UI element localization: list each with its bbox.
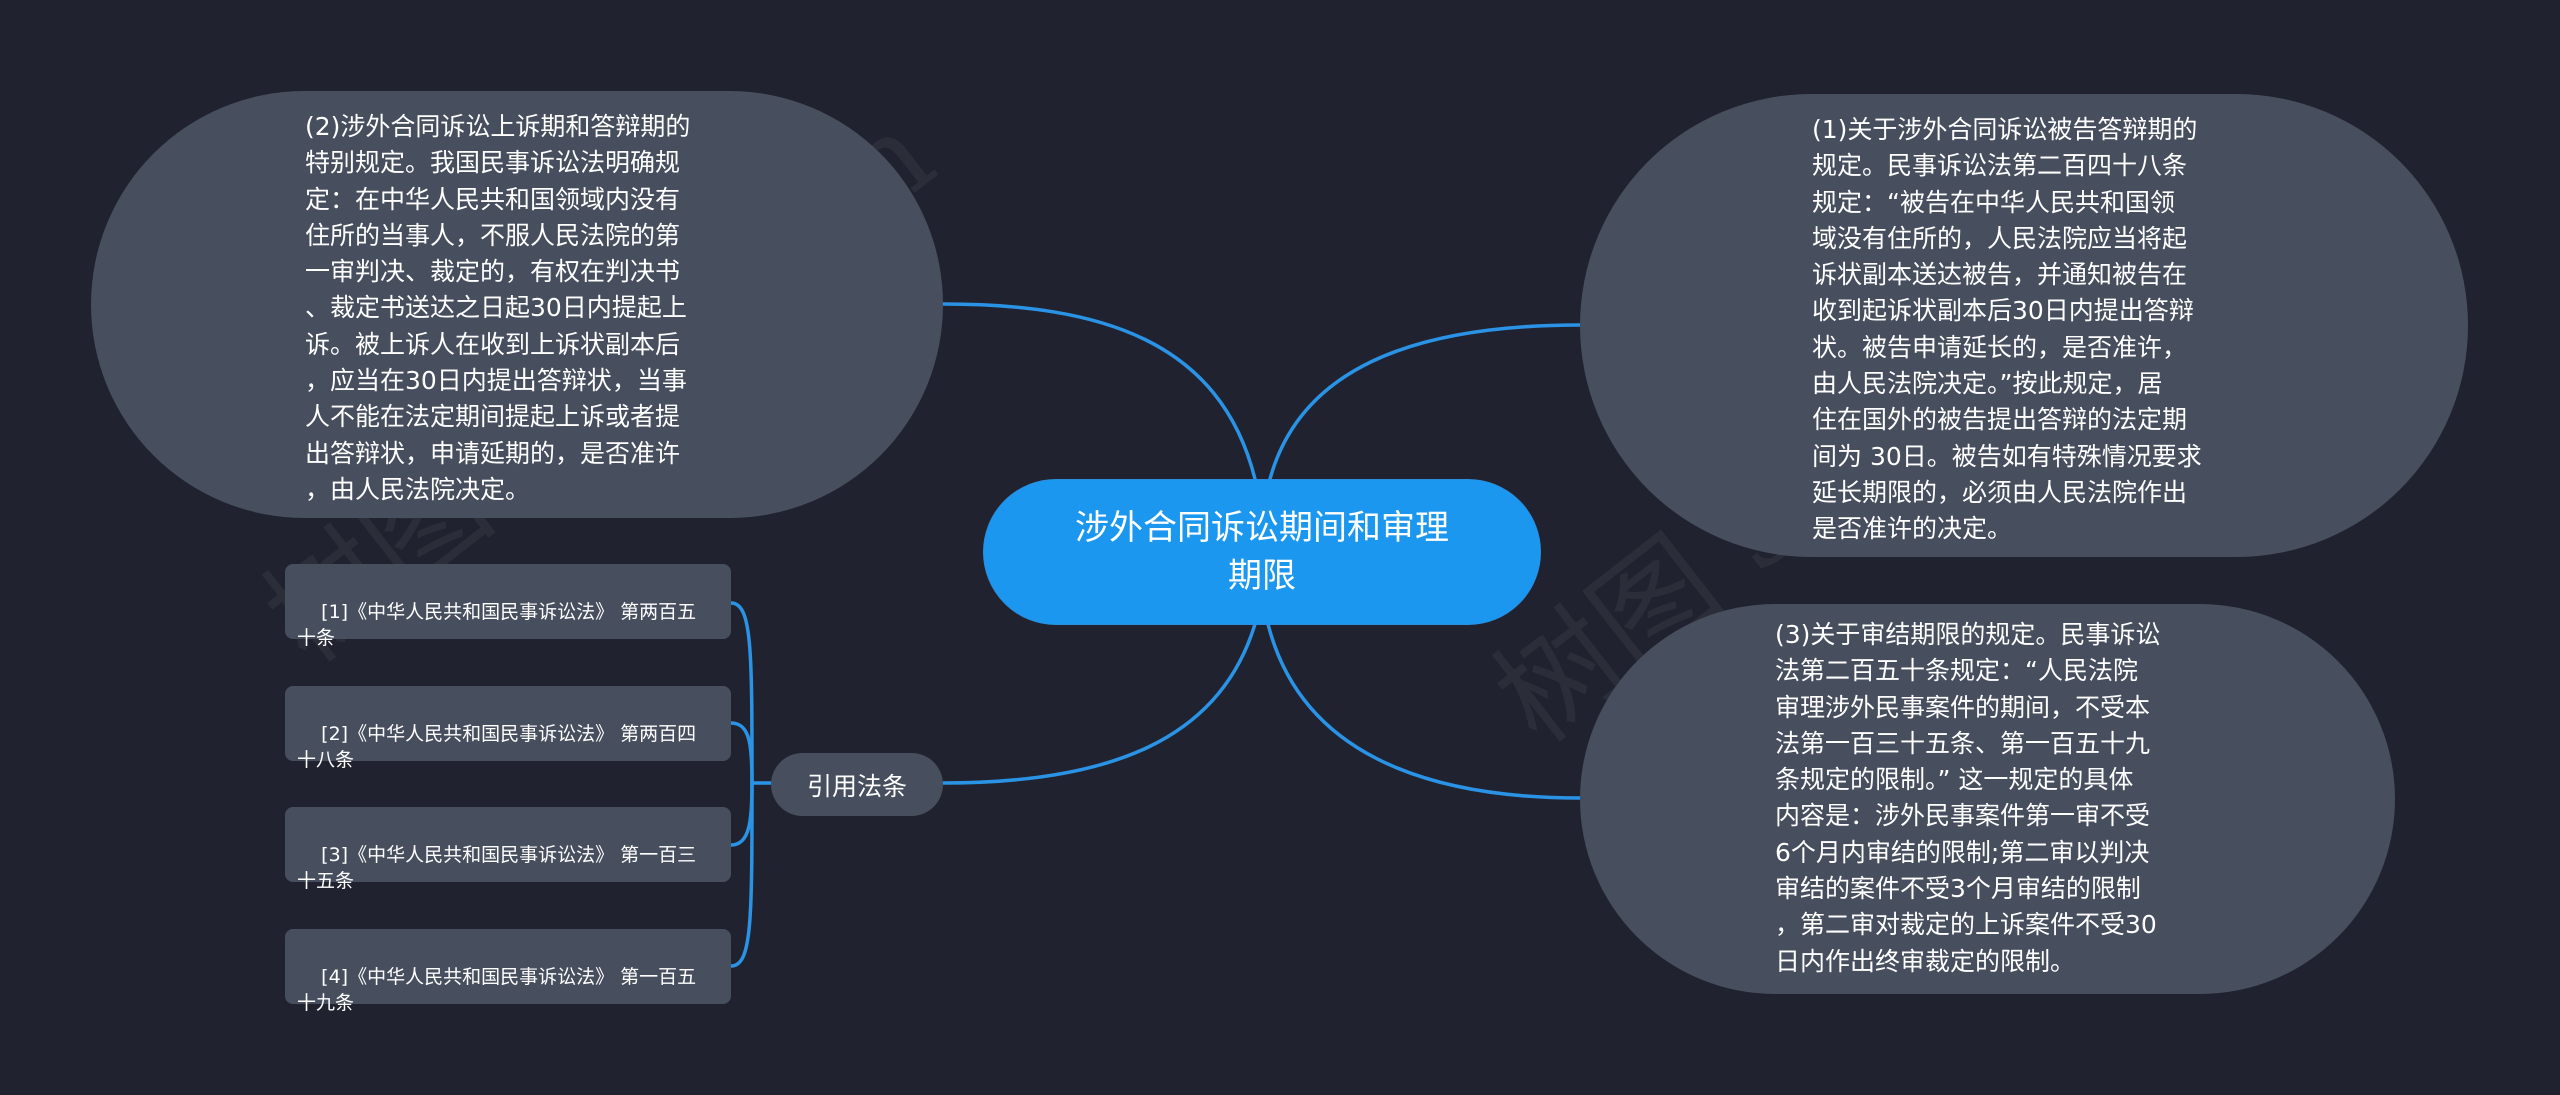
connector-root-to-right-bottom bbox=[1266, 622, 1582, 800]
citation-item[interactable]: [3]《中华人民共和国民事诉讼法》 第一百三 十五条 bbox=[285, 807, 731, 892]
topic-text: (2)涉外合同诉讼上诉期和答辩期的 特别规定。我国民事诉讼法明确规 定：在中华人… bbox=[305, 112, 691, 504]
connector-root-to-right-top bbox=[1268, 323, 1582, 481]
citation-text: [4]《中华人民共和国民事诉讼法》 第一百五 十九条 bbox=[297, 966, 697, 1014]
topic-text: (3)关于审结期限的规定。民事诉讼 法第二百五十条规定：“人民法院 审理涉外民事… bbox=[1775, 620, 2161, 976]
citations-topic-text: 引用法条 bbox=[806, 771, 907, 801]
connector-root-to-left-top bbox=[941, 302, 1257, 481]
root-topic-node[interactable]: 涉外合同诉讼期间和审理 期限 bbox=[983, 479, 1541, 625]
connector-cite-2 bbox=[729, 721, 754, 785]
citations-topic-node[interactable]: 引用法条 bbox=[771, 753, 943, 816]
citation-text: [1]《中华人民共和国民事诉讼法》 第两百五 十条 bbox=[297, 601, 697, 649]
citation-text: [3]《中华人民共和国民事诉讼法》 第一百三 十五条 bbox=[297, 844, 697, 892]
citation-text: [2]《中华人民共和国民事诉讼法》 第两百四 十八条 bbox=[297, 723, 697, 771]
root-topic-text: 涉外合同诉讼期间和审理 期限 bbox=[1075, 508, 1449, 596]
topic-node-defense-period[interactable]: (1)关于涉外合同诉讼被告答辩期的 规定。民事诉讼法第二百四十八条 规定：“被告… bbox=[1580, 94, 2468, 557]
connector-cite-3 bbox=[729, 781, 754, 847]
citation-item[interactable]: [4]《中华人民共和国民事诉讼法》 第一百五 十九条 bbox=[285, 929, 731, 1014]
connector-root-to-citations bbox=[941, 622, 1257, 785]
topic-node-trial-period[interactable]: (3)关于审结期限的规定。民事诉讼 法第二百五十条规定：“人民法院 审理涉外民事… bbox=[1580, 604, 2395, 994]
topic-text: (1)关于涉外合同诉讼被告答辩期的 规定。民事诉讼法第二百四十八条 规定：“被告… bbox=[1812, 115, 2202, 544]
citation-item[interactable]: [1]《中华人民共和国民事诉讼法》 第两百五 十条 bbox=[285, 564, 731, 649]
citation-item[interactable]: [2]《中华人民共和国民事诉讼法》 第两百四 十八条 bbox=[285, 686, 731, 771]
topic-node-appeal-period[interactable]: (2)涉外合同诉讼上诉期和答辩期的 特别规定。我国民事诉讼法明确规 定：在中华人… bbox=[91, 91, 943, 518]
connector-cite-4 bbox=[729, 781, 754, 968]
connector-cite-1 bbox=[729, 601, 754, 785]
